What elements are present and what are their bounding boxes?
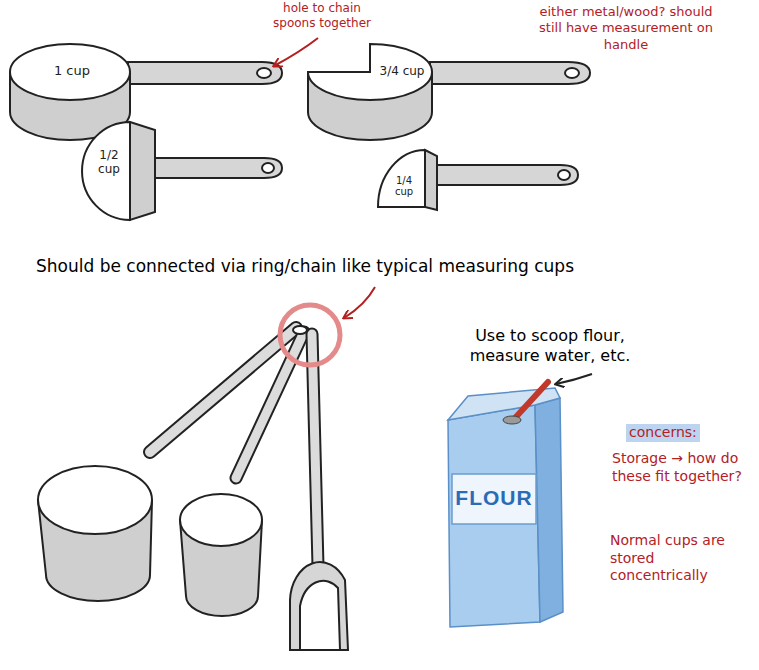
cup-size-label: 1 cup (40, 63, 104, 78)
half-cup-drawing (82, 122, 282, 220)
handwritten-note: either metal/wood? should still have mea… (538, 4, 714, 53)
flour-bag-drawing (448, 388, 563, 627)
handwritten-note: Should be connected via ring/chain like … (36, 256, 746, 277)
handwritten-note: Normal cups are stored concentrically (610, 532, 746, 585)
chained-cups-drawing (38, 305, 348, 650)
one-cup-drawing (10, 44, 282, 140)
handwritten-note: Use to scoop flour, measure water, etc. (440, 326, 660, 366)
node-text: 3/4 cup (374, 64, 430, 78)
handwritten-note: hole to chain spoons together (270, 1, 374, 31)
three-quarter-cup-drawing (308, 44, 590, 140)
node-text: 1/2 cup (92, 148, 126, 176)
handwritten-note: Storage → how do these fit together? (612, 450, 750, 485)
cup-size-label: 1/2 cup (92, 148, 126, 176)
leader-arrow (344, 287, 375, 318)
scoop-drawing (503, 382, 548, 424)
node-text: 1 cup (40, 63, 104, 78)
leader-arrow (274, 38, 318, 66)
quarter-cup-drawing (378, 150, 578, 210)
cup-size-label: 3/4 cup (374, 64, 430, 78)
flour-bag-label: FLOUR (452, 486, 536, 510)
node-text: 1/4 cup (386, 175, 422, 197)
concerns-heading: concerns: (626, 424, 700, 442)
leader-arrow (556, 374, 592, 384)
node-text: FLOUR (452, 486, 536, 510)
cup-size-label: 1/4 cup (386, 175, 422, 197)
